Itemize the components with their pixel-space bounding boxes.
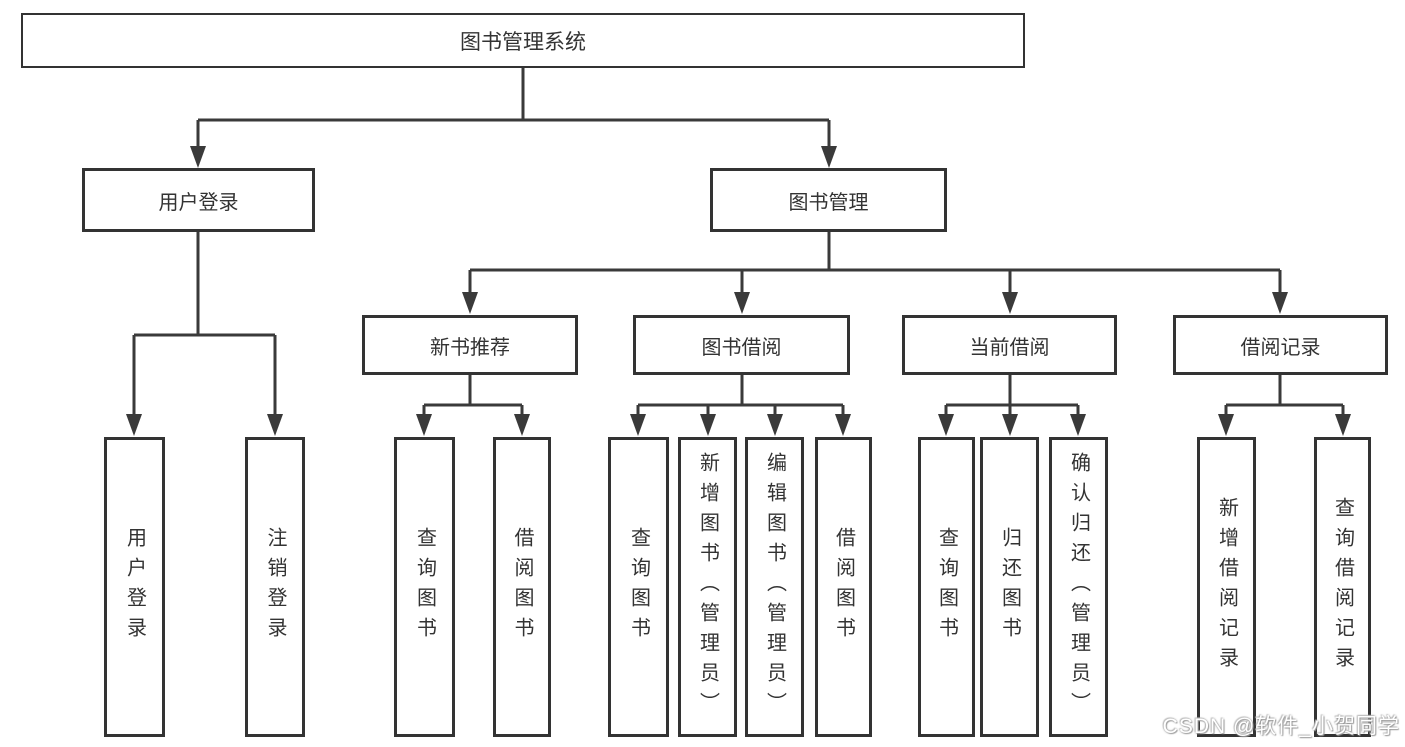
leaf-confirm-return-admin: 确认归还（管理员）: [1049, 437, 1108, 737]
leaf-logout: 注销登录: [245, 437, 305, 737]
leaf-add-book-admin: 新增图书（管理员）: [678, 437, 737, 737]
connector-borrow-record: [1224, 375, 1345, 417]
arrowheads: [126, 146, 1351, 436]
leaf-user-login: 用户登录: [104, 437, 165, 737]
connector-current-borrow: [944, 375, 1080, 417]
leaf-borrow-book: 借阅图书: [815, 437, 872, 737]
csdn-watermark: CSDN @软件_小贺同学: [1162, 715, 1400, 738]
connector-user-login: [132, 232, 277, 417]
node-user-login: 用户登录: [82, 168, 315, 232]
leaf-recommend-query-book: 查询图书: [394, 437, 455, 737]
connector-book-borrow: [636, 375, 845, 417]
leaf-query-borrow-record: 查询借阅记录: [1314, 437, 1371, 737]
leaf-recommend-borrow-book: 借阅图书: [493, 437, 551, 737]
leaf-borrow-query-book: 查询图书: [608, 437, 669, 737]
connector-root: [196, 68, 831, 150]
node-system-root: 图书管理系统: [21, 13, 1025, 68]
node-book-borrow: 图书借阅: [633, 315, 850, 375]
leaf-add-borrow-record: 新增借阅记录: [1197, 437, 1256, 737]
leaf-return-book: 归还图书: [980, 437, 1039, 737]
node-new-book-recommend: 新书推荐: [362, 315, 578, 375]
connector-new-book-recommend: [422, 375, 524, 417]
leaf-edit-book-admin: 编辑图书（管理员）: [745, 437, 804, 737]
node-current-borrow: 当前借阅: [902, 315, 1117, 375]
connector-book-management: [468, 232, 1282, 295]
node-borrow-record: 借阅记录: [1173, 315, 1388, 375]
leaf-current-query-book: 查询图书: [918, 437, 975, 737]
node-book-management: 图书管理: [710, 168, 947, 232]
